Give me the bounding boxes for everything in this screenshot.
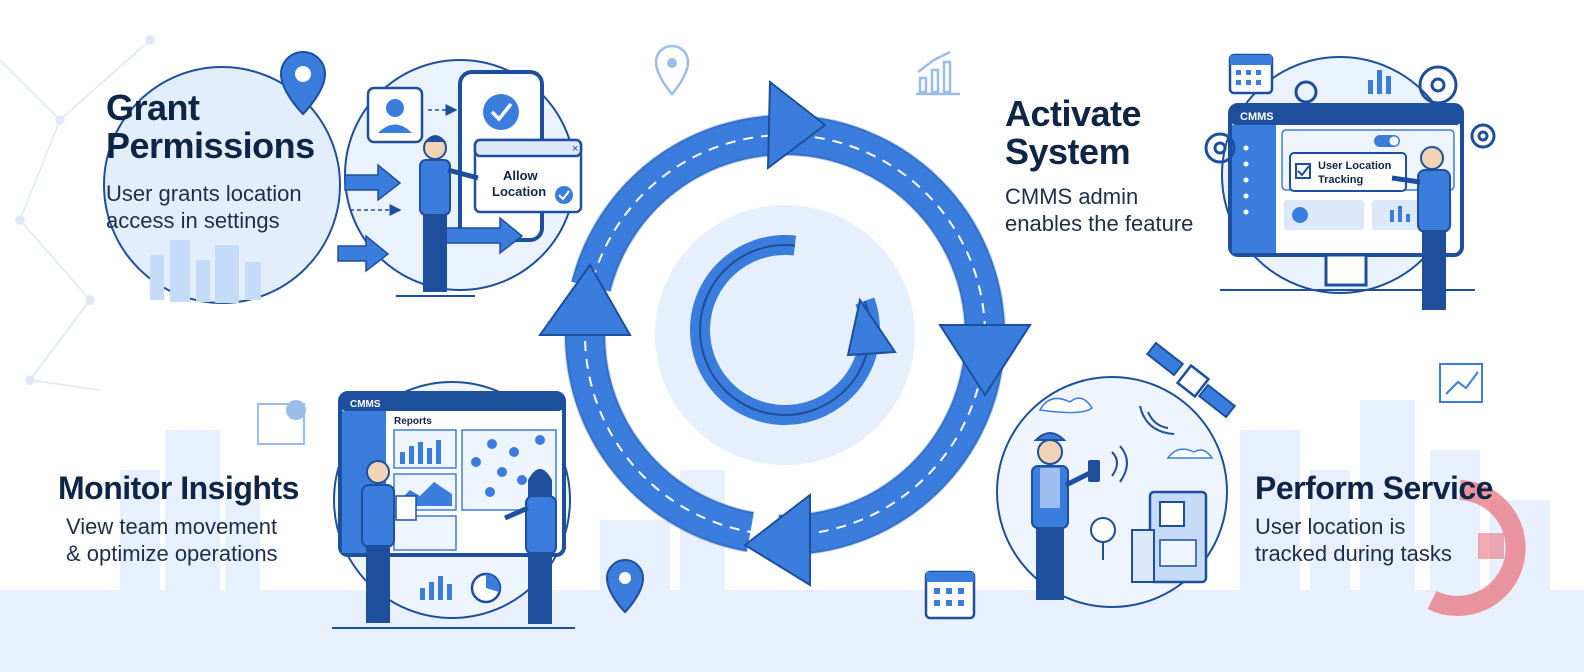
user-icon — [386, 99, 404, 117]
bar-chart-icon — [1368, 70, 1391, 94]
grant-desc-line2: access in settings — [106, 208, 280, 233]
activate-system-title: Activate System — [1005, 93, 1142, 172]
watermark-logo — [1427, 480, 1526, 616]
activate-desc-line1: CMMS admin — [1005, 184, 1139, 209]
perform-service-title: Perform Service — [1255, 470, 1493, 506]
pie-chart-icon-left — [257, 400, 306, 445]
bar-chart-icon-small — [420, 576, 452, 600]
grant-title-line2: Permissions — [106, 125, 315, 166]
grant-permissions-description: User grants location access in settings — [106, 180, 302, 234]
activate-title-line2: System — [1005, 131, 1131, 172]
location-pin-icon-bottom — [605, 558, 645, 614]
monitor-desc-line2: & optimize operations — [66, 541, 278, 566]
allow-location-label-line2: Location — [492, 184, 546, 199]
reports-panel-title: Reports — [394, 416, 432, 427]
svg-text:×: × — [572, 143, 578, 155]
pie-chart-icon — [470, 572, 502, 604]
activate-window-title: CMMS — [1240, 111, 1274, 123]
cycle-arrows-icon — [538, 79, 1032, 587]
grant-permissions-illustration: × Allow Location — [103, 50, 583, 304]
grant-permissions-title: Grant Permissions — [106, 89, 315, 165]
activate-title-line1: Activate — [1005, 93, 1142, 134]
activate-system-illustration: CMMS User Location Tracking — [1204, 53, 1496, 310]
calendar-icon-small — [924, 570, 976, 620]
location-pin-icon — [279, 50, 327, 116]
activate-system-description: CMMS admin enables the feature — [1005, 183, 1193, 237]
monitor-insights-title: Monitor Insights — [58, 470, 299, 506]
gear-icon — [1204, 65, 1496, 164]
user-location-option-line2: Tracking — [1318, 174, 1363, 186]
grant-desc-line1: User grants location — [106, 181, 302, 206]
perform-desc-line1: User location is — [1255, 514, 1406, 539]
network-graph-decoration — [0, 35, 155, 391]
perform-desc-line2: tracked during tasks — [1255, 541, 1452, 566]
satellite-icon — [1139, 341, 1237, 435]
bar-chart-icon-top — [916, 50, 960, 96]
perform-service-illustration — [924, 341, 1483, 620]
user-location-option-line1: User Location — [1318, 160, 1392, 172]
activate-desc-line2: enables the feature — [1005, 211, 1194, 236]
map-pins — [471, 435, 545, 497]
perform-service-description: User location is tracked during tasks — [1255, 513, 1452, 567]
checkmark-icon — [555, 186, 573, 204]
allow-location-label-line1: Allow — [503, 168, 539, 183]
grant-title-line1: Grant — [106, 87, 200, 128]
monitor-desc-line1: View team movement — [66, 514, 278, 539]
monitor-window-title: CMMS — [350, 399, 381, 410]
bar-chart-icon-right — [1439, 363, 1483, 403]
location-pin-icon-top — [654, 44, 690, 96]
monitor-insights-description: View team movement & optimize operations — [66, 513, 278, 567]
calendar-icon — [1228, 53, 1274, 95]
monitor-insights-illustration: CMMS Reports — [257, 381, 575, 629]
